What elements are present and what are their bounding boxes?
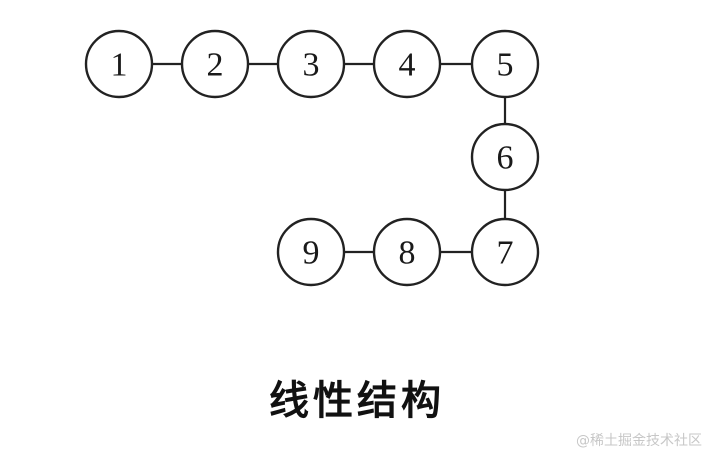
- node-circle: [470, 122, 540, 192]
- node-circle: [84, 29, 154, 99]
- node-2: 2: [180, 29, 250, 99]
- diagram-caption: 线性结构: [269, 378, 445, 424]
- node-label: 2: [207, 47, 224, 84]
- node-circle: [470, 217, 540, 287]
- node-3: 3: [276, 29, 346, 99]
- node-4: 4: [372, 29, 442, 99]
- node-label: 5: [497, 47, 514, 84]
- node-label: 4: [399, 47, 416, 84]
- node-circle: [276, 217, 346, 287]
- node-circle: [372, 29, 442, 99]
- node-1: 1: [84, 29, 154, 99]
- watermark: @稀土掘金技术社区: [576, 433, 702, 449]
- node-label: 1: [111, 47, 128, 84]
- node-label: 9: [303, 235, 320, 272]
- node-label: 6: [497, 140, 514, 177]
- diagram-edges: [152, 62, 507, 254]
- node-label: 3: [303, 47, 320, 84]
- node-label: 8: [399, 235, 416, 272]
- diagram-nodes: 1 2 3 4 5 6 7 8 9: [84, 29, 540, 287]
- node-circle: [180, 29, 250, 99]
- node-6: 6: [470, 122, 540, 192]
- node-circle: [470, 29, 540, 99]
- node-circle: [276, 29, 346, 99]
- node-5: 5: [470, 29, 540, 99]
- node-7: 7: [470, 217, 540, 287]
- node-label: 7: [497, 235, 514, 272]
- node-9: 9: [276, 217, 346, 287]
- node-circle: [372, 217, 442, 287]
- node-8: 8: [372, 217, 442, 287]
